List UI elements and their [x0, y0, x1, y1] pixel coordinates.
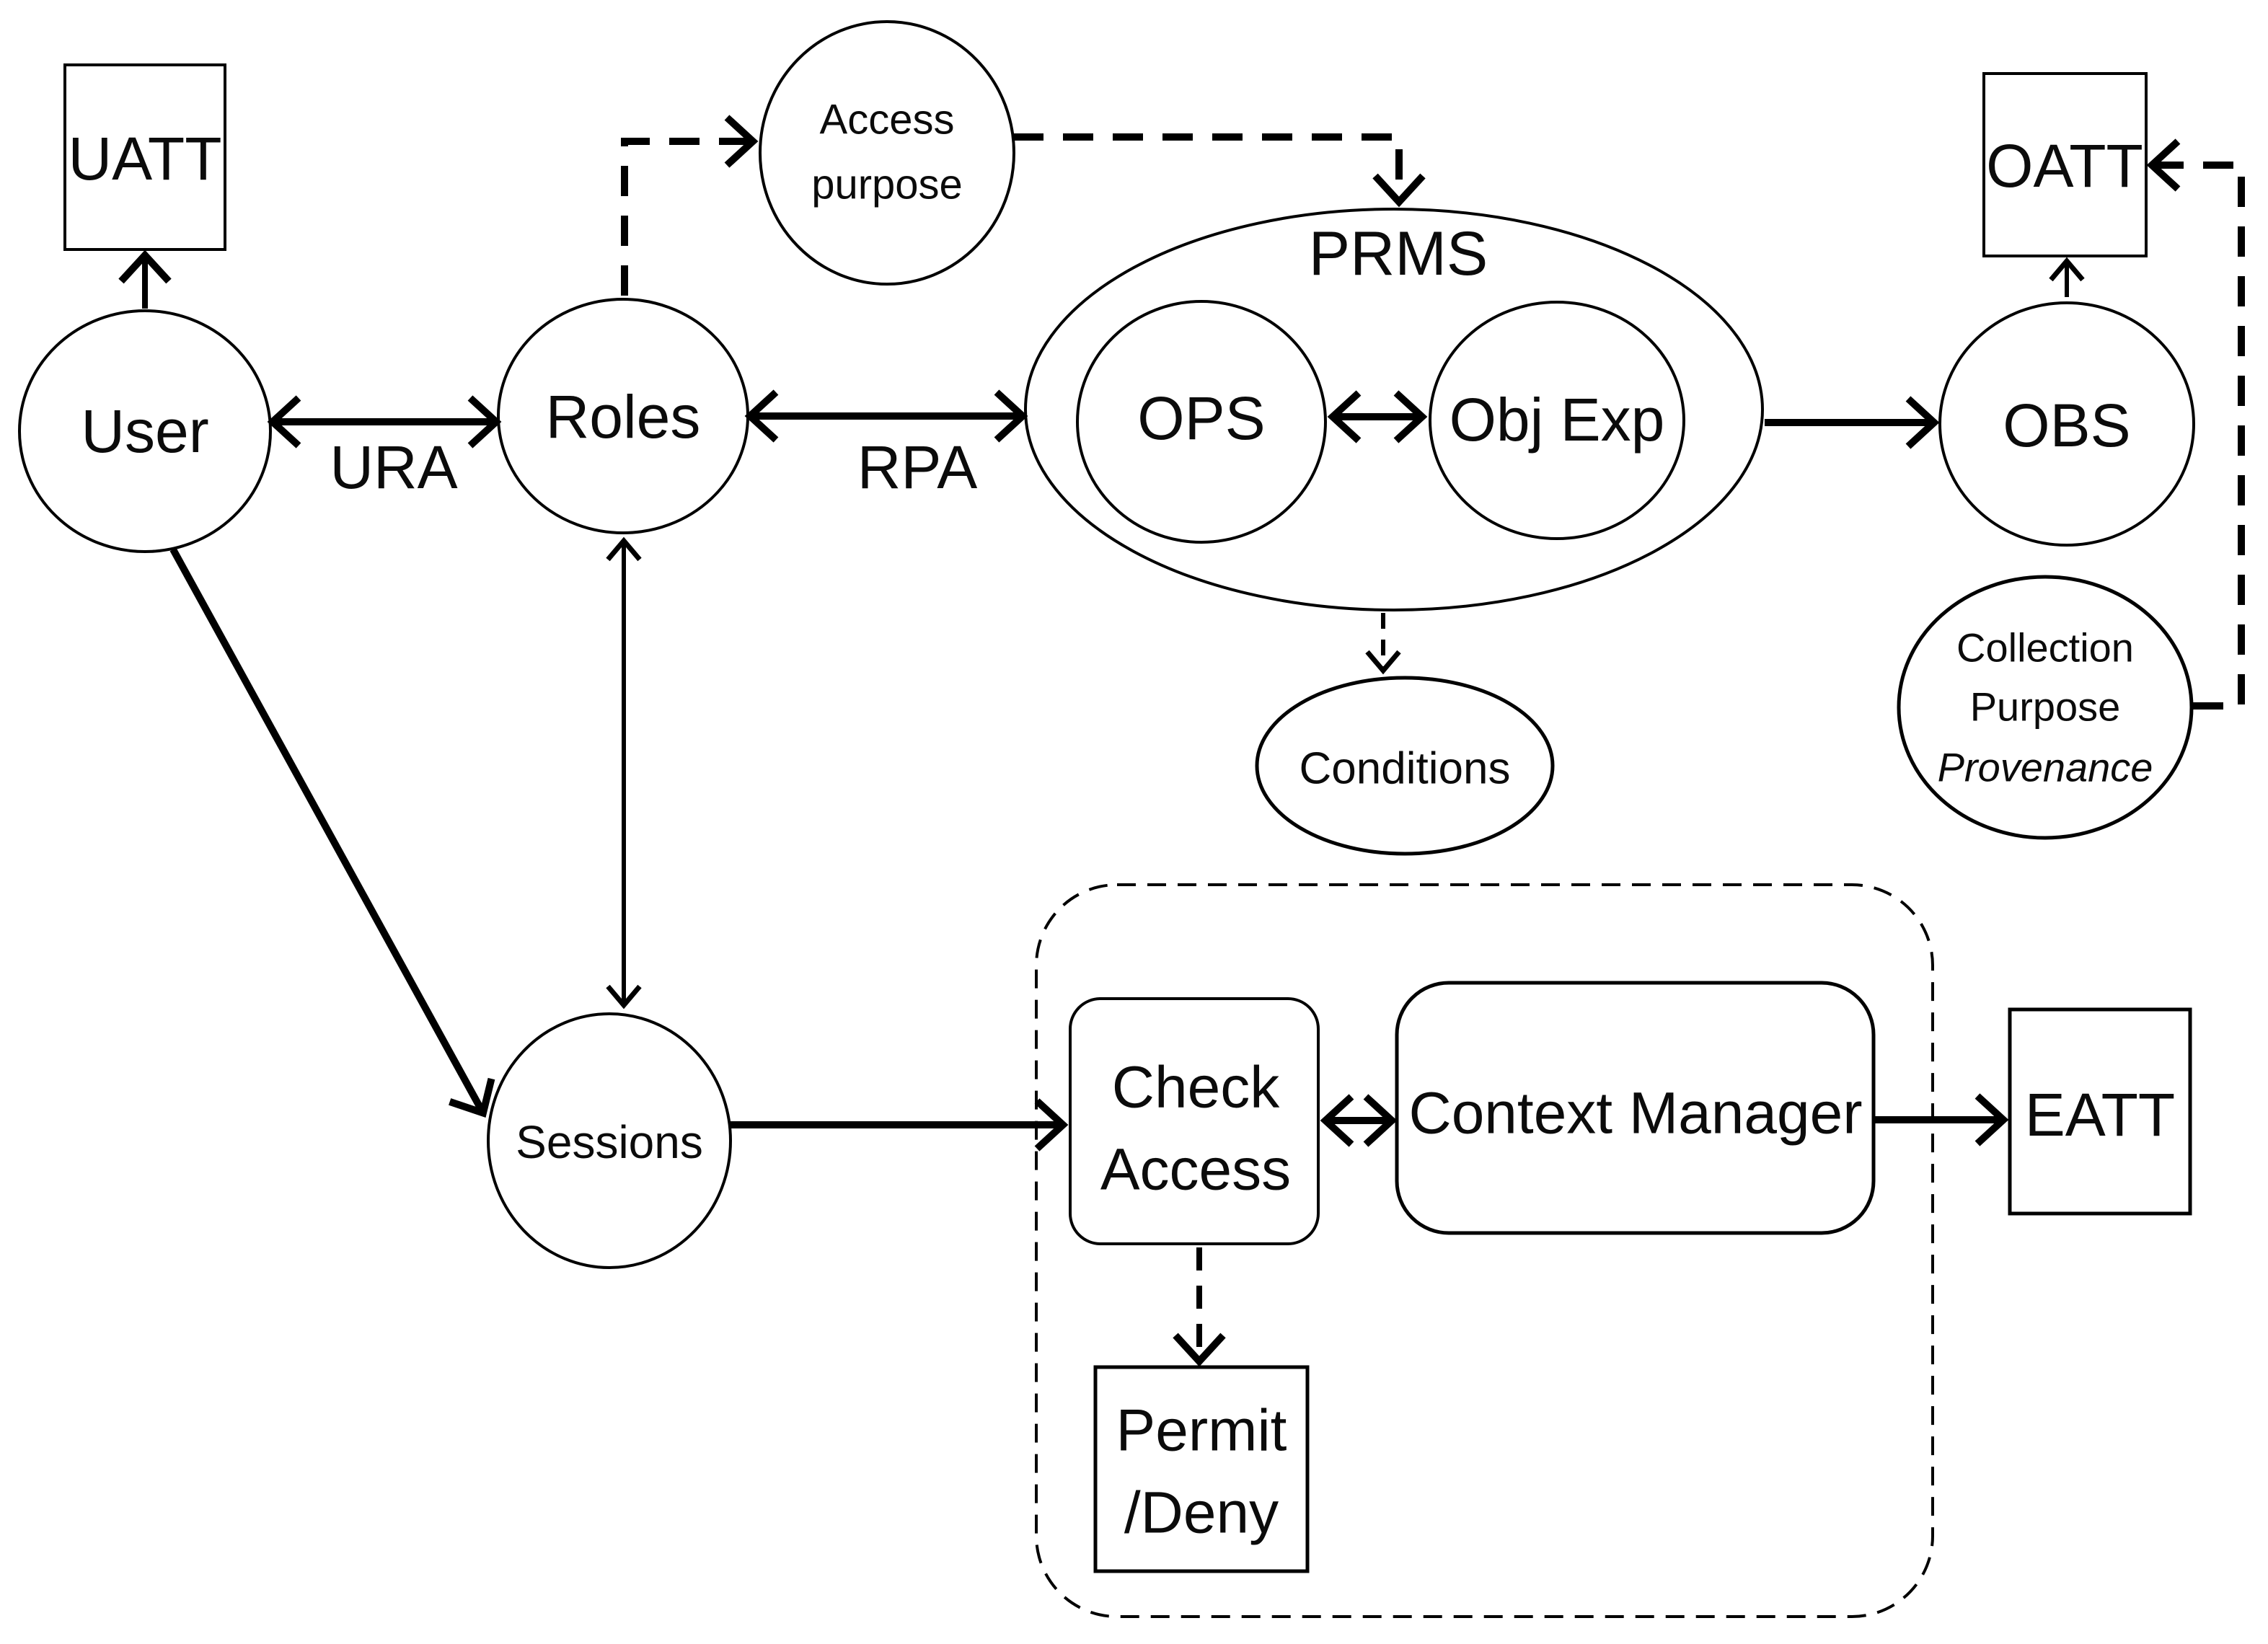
eatt-label: EATT [2025, 1081, 2175, 1149]
oatt-box [1982, 72, 2148, 257]
collection-purpose-ellipse [1897, 575, 2194, 840]
oatt-label: OATT [1986, 132, 2143, 200]
collection-purpose-label-line1: Collection [1956, 625, 2134, 671]
sessions-ellipse [487, 1012, 732, 1269]
permit-deny-label-line1: Permit [1116, 1398, 1287, 1464]
obj-exp-label: Obj Exp [1450, 386, 1665, 454]
obj-exp-ellipse [1429, 301, 1685, 540]
sessions-label: Sessions [516, 1116, 703, 1168]
context-manager-label: Context Manager [1408, 1081, 1862, 1146]
obs-ellipse [1938, 301, 2195, 547]
edge-collection-purpose-oatt [2146, 138, 2245, 710]
edge-user-sessions [169, 547, 495, 1118]
user-ellipse [18, 309, 272, 553]
collection-purpose-label-line2: Purpose [1970, 684, 2121, 730]
provenance-label: Provenance [1938, 745, 2153, 790]
check-access-label-line1: Check [1112, 1055, 1280, 1121]
access-purpose-label-line2: purpose [811, 162, 963, 208]
user-label: User [81, 397, 208, 465]
check-access-box [1069, 997, 1320, 1245]
enforcement-boundary-box [1035, 883, 1934, 1618]
permit-deny-box [1093, 1365, 1310, 1573]
eatt-box [2008, 1007, 2192, 1216]
check-access-label-line2: Access [1100, 1137, 1291, 1203]
context-manager-box [1395, 981, 1876, 1235]
ops-label: OPS [1137, 384, 1265, 452]
conditions-ellipse [1255, 676, 1555, 856]
edge-access-purpose-prms [1013, 133, 1426, 208]
roles-ellipse [497, 298, 749, 534]
edge-roles-access-purpose [621, 115, 759, 296]
prms-label: PRMS [1309, 219, 1488, 288]
roles-label: Roles [546, 383, 701, 451]
permit-deny-label-line2: /Deny [1124, 1480, 1279, 1546]
conditions-label: Conditions [1300, 744, 1511, 794]
rpa-label: RPA [857, 433, 977, 501]
prms-ellipse [1024, 208, 1764, 611]
uatt-box [63, 63, 226, 251]
ops-ellipse [1076, 300, 1327, 544]
obs-label: OBS [2003, 392, 2130, 459]
access-purpose-ellipse [759, 20, 1015, 286]
access-purpose-label-line1: Access [820, 97, 955, 143]
ura-label: URA [330, 433, 457, 501]
uatt-label: UATT [68, 125, 221, 193]
